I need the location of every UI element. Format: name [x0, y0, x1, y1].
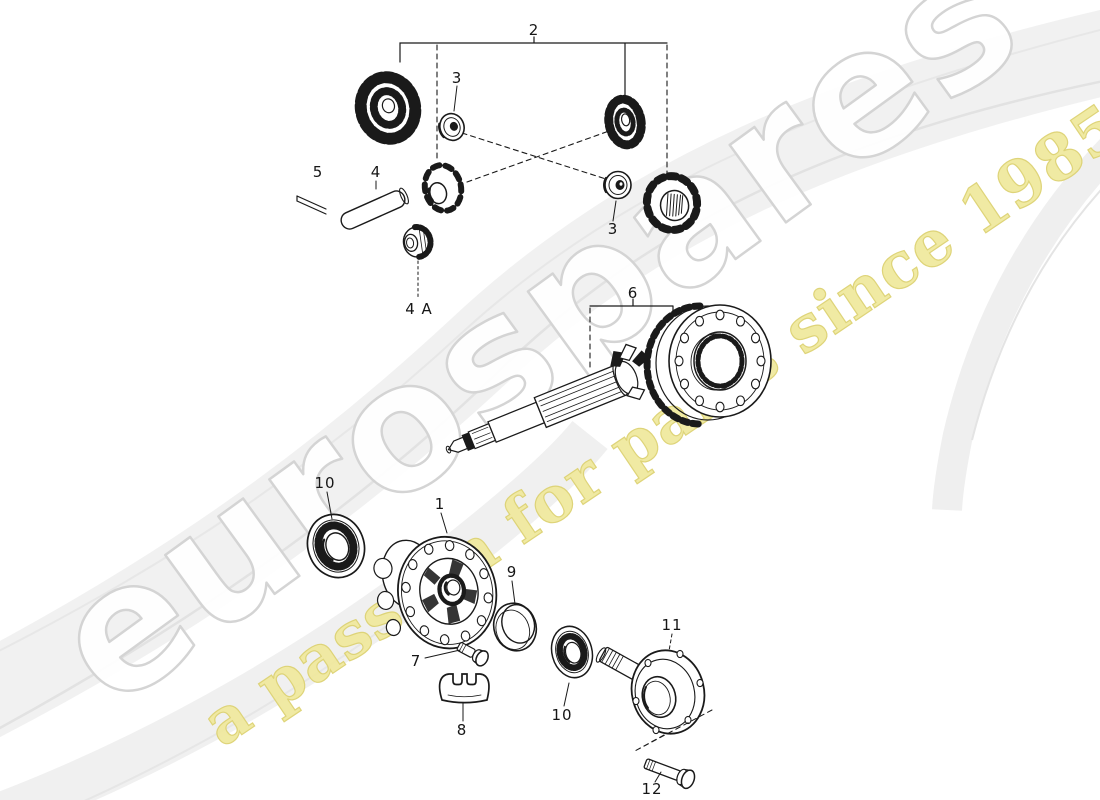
part-label-6: 6	[627, 284, 639, 302]
housing-bolt-holes	[401, 540, 494, 646]
bevel-side-gear-large	[354, 71, 422, 145]
group6-bracket	[589, 298, 674, 369]
crown-wheel-ring-gear-6	[643, 302, 772, 428]
shim-ring-9	[492, 602, 538, 652]
leader-lines	[326, 85, 673, 783]
part-label-2: 2	[528, 21, 540, 39]
swoosh-edge-upper	[0, 29, 1100, 652]
part-label-1: 1	[434, 495, 446, 513]
flange-stub-splines	[601, 647, 624, 671]
drive-pinion-shaft-6	[445, 343, 650, 454]
part-label-3-right: 3	[607, 220, 619, 238]
differential-housing-1	[373, 535, 498, 650]
part-label-10-right: 10	[551, 706, 573, 724]
bolt-12	[643, 758, 696, 790]
splined-hub-gear-right	[642, 172, 702, 234]
part-label-5: 5	[312, 163, 324, 181]
group2-bracket	[399, 36, 668, 183]
flange-bolt-holes	[632, 649, 704, 735]
part-label-10-left: 10	[314, 474, 336, 492]
part-label-11: 11	[661, 616, 683, 634]
side-gear-small-left	[421, 162, 465, 214]
thrust-washer-3-left	[438, 112, 465, 142]
pinion-shaft-4	[340, 187, 409, 230]
bevel-pinion-gear-small-right	[604, 94, 646, 150]
part-label-4a: 4 A	[405, 300, 433, 318]
lock-plate-8	[438, 673, 490, 704]
output-flange-11	[595, 646, 713, 753]
part-label-12: 12	[641, 780, 663, 798]
thrust-washer-3-right	[603, 170, 632, 200]
pinion-gear-4a	[402, 224, 434, 260]
ring-gear-bolt-holes	[674, 309, 766, 413]
roll-pin-5	[296, 195, 327, 215]
swoosh-band-right	[932, 139, 1100, 511]
tapered-roller-bearing-10-right	[550, 625, 594, 679]
part-label-9: 9	[506, 563, 518, 581]
bolt-7	[456, 642, 489, 667]
part-label-7: 7	[410, 652, 422, 670]
part-label-4: 4	[370, 163, 382, 181]
swoosh-edge-lower	[0, 80, 1100, 730]
part-label-3-left: 3	[451, 69, 463, 87]
housing-spoke-windows	[422, 559, 478, 624]
swoosh-edge-right	[971, 189, 1100, 441]
part-label-8: 8	[456, 721, 468, 739]
swoosh-band-main	[0, 10, 1100, 738]
tapered-roller-bearing-10-left	[306, 513, 366, 579]
